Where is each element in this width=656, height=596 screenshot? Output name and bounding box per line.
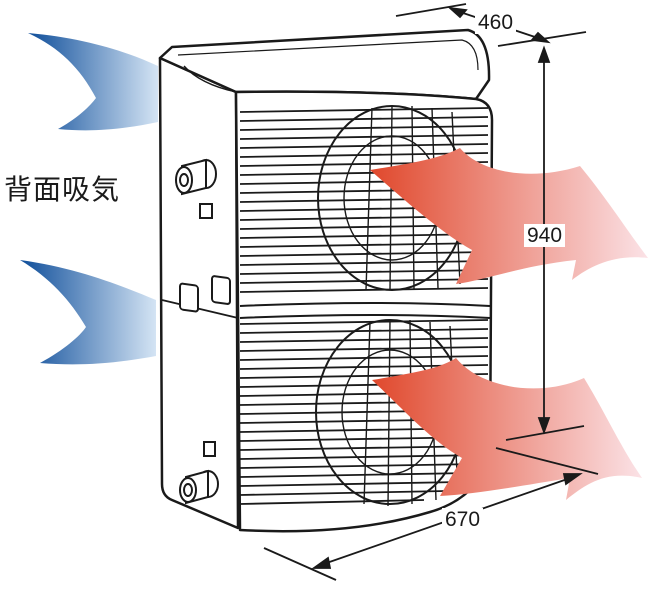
- service-port-upper: [199, 203, 213, 219]
- depth-extension-1: [395, 3, 467, 17]
- width-arrowhead-2: [562, 473, 583, 486]
- height-arrowhead-top: [537, 45, 551, 63]
- lower-pipe-fitting: [179, 469, 219, 505]
- dimension-width-label: 670: [442, 508, 484, 531]
- height-arrowhead-bottom: [537, 417, 551, 435]
- side-panel-seam: [161, 299, 239, 319]
- width-extension-1: [495, 447, 599, 475]
- exhaust-arrow-upper: [370, 148, 648, 284]
- depth-arrowhead-1: [447, 6, 468, 19]
- dimension-depth-label: 460: [475, 11, 517, 34]
- exhaust-arrow-lower: [372, 358, 642, 500]
- intake-arrow-lower: [20, 260, 156, 365]
- top-panel-inner-line: [177, 39, 479, 71]
- dimension-height-label: 940: [524, 224, 566, 247]
- intake-arrow-upper: [28, 33, 158, 131]
- top-panel-edge: [183, 65, 237, 93]
- width-extension-2: [263, 547, 337, 581]
- width-arrowhead-1: [311, 556, 332, 569]
- depth-arrowhead-2: [530, 31, 551, 44]
- upper-pipe-fitting: [175, 158, 217, 196]
- grille-divider: [239, 302, 491, 319]
- side-vent-left: [179, 282, 199, 313]
- caption-rear-intake: 背面吸気: [4, 173, 121, 206]
- height-extension-bottom: [505, 425, 585, 441]
- service-port-lower: [203, 441, 216, 457]
- side-vent-right: [211, 275, 231, 305]
